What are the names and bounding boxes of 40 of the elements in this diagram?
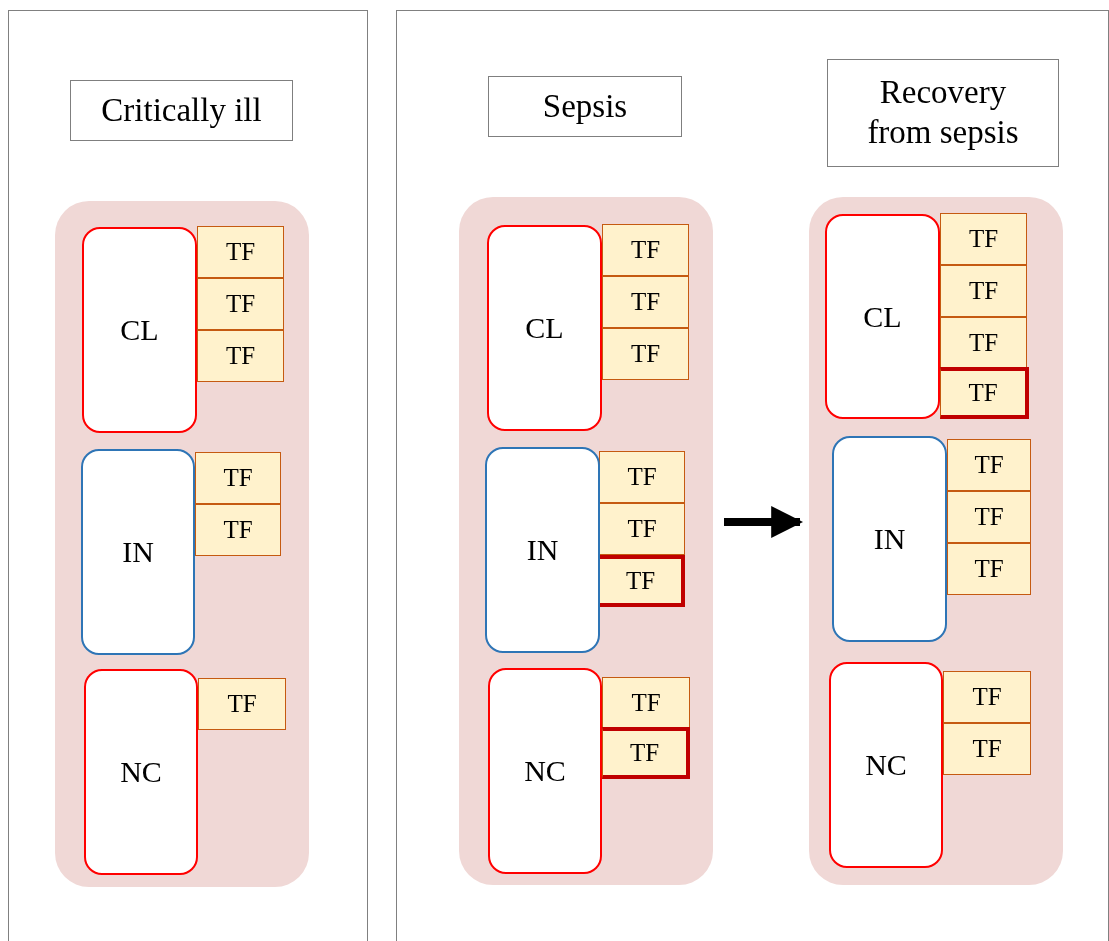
tf-box: TF (198, 678, 286, 730)
highlighted-tf-box: TF (940, 367, 1029, 419)
tf-box: TF (602, 328, 689, 380)
cell-box: NC (488, 668, 602, 874)
cell-box: CL (487, 225, 602, 431)
tf-box: TF (197, 226, 284, 278)
title-box: Critically ill (70, 80, 293, 141)
tf-box: TF (195, 452, 281, 504)
title-box: Sepsis (488, 76, 682, 137)
group-band (459, 197, 713, 885)
title-box: Recovery from sepsis (827, 59, 1059, 167)
cell-box: IN (832, 436, 947, 642)
cell-box: NC (84, 669, 198, 875)
highlighted-tf-box: TF (599, 555, 685, 607)
cell-box: IN (485, 447, 600, 653)
tf-box: TF (943, 671, 1031, 723)
cell-box: NC (829, 662, 943, 868)
tf-box: TF (947, 543, 1031, 595)
tf-box: TF (602, 224, 689, 276)
highlighted-tf-box: TF (602, 727, 690, 779)
cell-box: IN (81, 449, 195, 655)
cell-box: CL (825, 214, 940, 419)
tf-box: TF (943, 723, 1031, 775)
tf-box: TF (599, 503, 685, 555)
panel-frame (8, 10, 368, 941)
tf-box: TF (940, 213, 1027, 265)
tf-box: TF (602, 276, 689, 328)
tf-box: TF (599, 451, 685, 503)
group-band (809, 197, 1063, 885)
tf-box: TF (197, 278, 284, 330)
tf-box: TF (947, 491, 1031, 543)
group-band (55, 201, 309, 887)
tf-box: TF (940, 317, 1027, 369)
tf-box: TF (940, 265, 1027, 317)
tf-box: TF (197, 330, 284, 382)
panel-frame (396, 10, 1109, 941)
tf-box: TF (947, 439, 1031, 491)
cell-box: CL (82, 227, 197, 433)
tf-box: TF (195, 504, 281, 556)
tf-box: TF (602, 677, 690, 729)
